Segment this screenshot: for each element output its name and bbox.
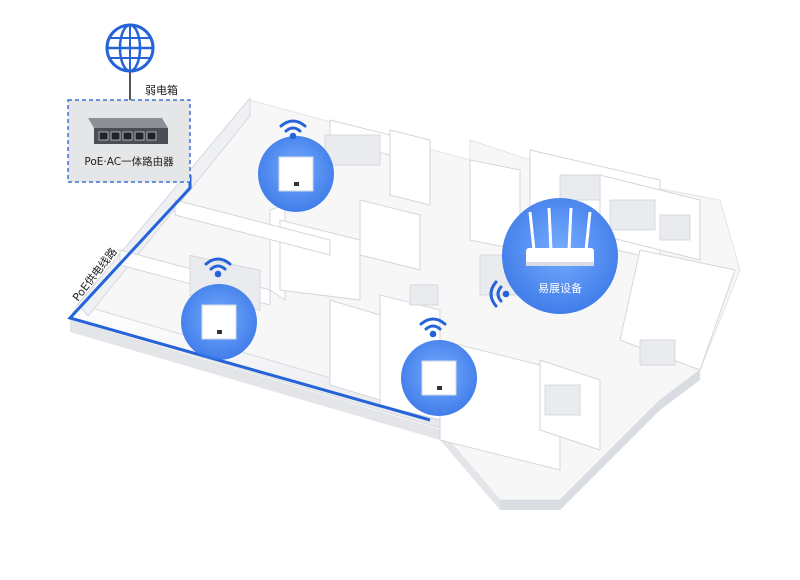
floor-slab-side	[70, 320, 500, 510]
mesh-router-icon	[526, 207, 594, 266]
mesh-device-bubble: 易展设备	[502, 198, 618, 314]
mesh-device-label: 易展设备	[538, 281, 582, 295]
globe-icon	[105, 23, 155, 73]
ap-bubble-bottom	[401, 340, 477, 416]
ap-bubble-top	[258, 136, 334, 212]
router-label: PoE·AC一体路由器	[84, 155, 174, 168]
wifi-icon	[489, 280, 510, 308]
ap-bubble-left	[181, 284, 257, 360]
wifi-icon	[279, 119, 307, 140]
wifi-icon	[204, 257, 232, 278]
switch-icon	[88, 118, 168, 144]
weak-current-box: PoE·AC一体路由器	[67, 99, 191, 183]
wifi-icon	[419, 317, 447, 338]
weak-box-label: 弱电箱	[145, 83, 178, 97]
